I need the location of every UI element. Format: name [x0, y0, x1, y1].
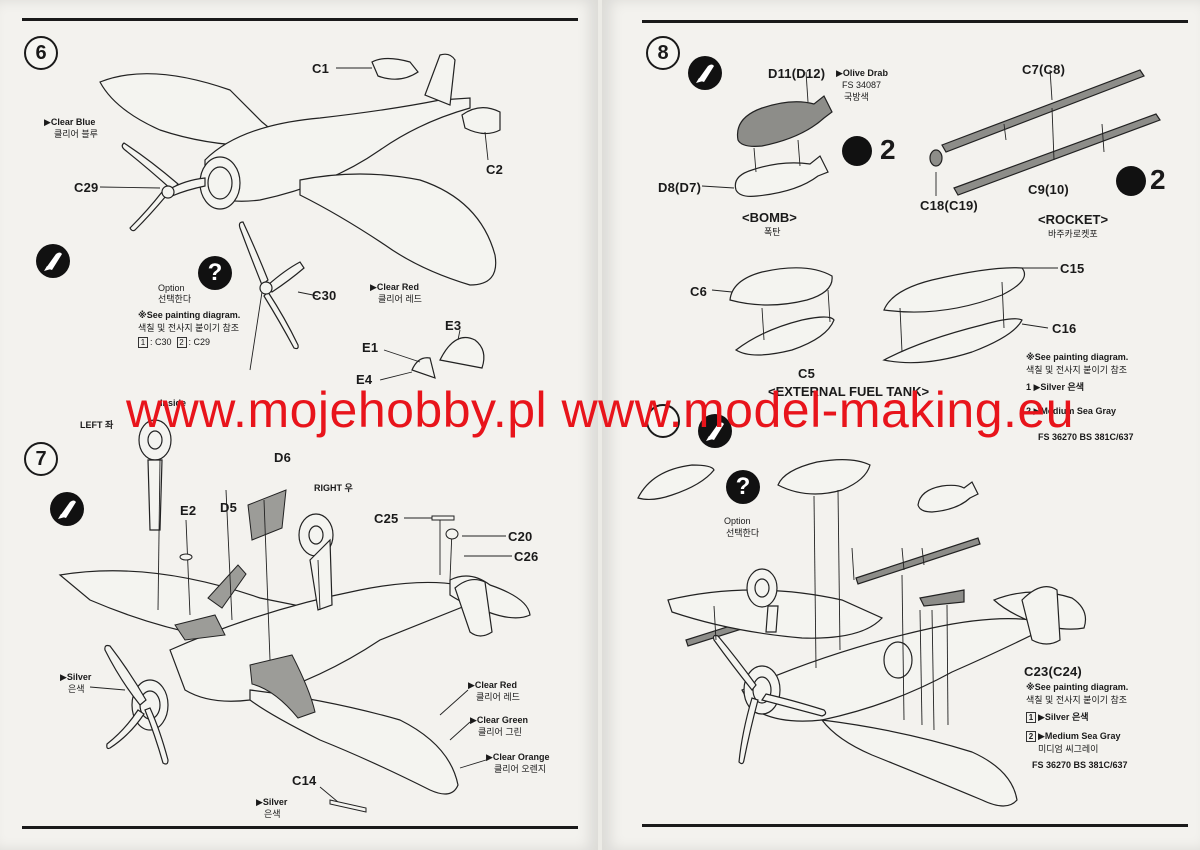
step-9-number: [646, 404, 680, 438]
decal-icon: [842, 136, 872, 166]
clear-red-korean: 클리어 레드: [476, 692, 520, 702]
part-label-c29: C29: [74, 180, 99, 195]
part-label-c9: C9(10): [1028, 182, 1069, 197]
clear-orange-label: ▶Clear Orange: [486, 752, 550, 762]
clear-green-korean: 클리어 그린: [478, 727, 522, 737]
clear-blue-korean: 클리어 블루: [54, 129, 98, 139]
clear-orange-korean: 클리어 오렌지: [494, 764, 547, 774]
step-6-aircraft-drawing: [58, 53, 531, 813]
see-painting-note: ※See painting diagram.: [138, 310, 241, 320]
see-painting-note: ※See painting diagram.: [1026, 682, 1129, 692]
right-wheel-label: RIGHT 우: [314, 483, 353, 493]
decal-count: 2: [1150, 164, 1166, 195]
left-instruction-page: 6: [0, 0, 598, 850]
silver-korean: 은색: [68, 684, 85, 694]
option-question-icon: ?: [198, 256, 232, 290]
part-label-c16: C16: [1052, 321, 1077, 336]
step-7-number: 7: [24, 442, 58, 476]
see-painting-korean: 색칠 및 전사지 붙이기 참조: [1026, 695, 1128, 705]
rocket-korean: 바주카로켓포: [1048, 229, 1098, 239]
part-label-d6: D6: [274, 450, 292, 465]
part-label-c2: C2: [486, 162, 504, 177]
silver-korean-2: 은색: [264, 809, 281, 819]
step-8-number: 8: [646, 36, 680, 70]
olive-drab-fs: FS 34087: [842, 80, 882, 90]
option-korean: 선택한다: [726, 528, 760, 538]
part-label-c23: C23(C24): [1024, 664, 1082, 679]
clear-green-label: ▶Clear Green: [470, 715, 528, 725]
paint-brush-icon: [50, 492, 84, 526]
bomb-caption: <BOMB>: [742, 210, 797, 225]
fuel-tank-caption: <EXTERNAL FUEL TANK>: [768, 384, 930, 399]
part-label-c6: C6: [690, 284, 708, 299]
part-label-d8: D8(D7): [658, 180, 702, 195]
top-rule: [642, 20, 1188, 23]
legend-silver: 1 ▶Silver 은색: [1026, 382, 1085, 392]
paint-brush-icon: [688, 56, 722, 90]
part-label-c25: C25: [374, 511, 399, 526]
clear-red-label: ▶Clear Red: [468, 680, 517, 690]
decal-count: 2: [880, 134, 896, 165]
bottom-rule: [22, 826, 578, 829]
bottom-rule: [642, 824, 1188, 827]
option-legend: 1: C30 2: C29: [138, 337, 210, 349]
paint-brush-icon: [36, 244, 70, 278]
see-painting-korean: 색칠 및 전사지 붙이기 참조: [138, 323, 240, 333]
silver-label: ▶Silver: [60, 672, 92, 682]
part-label-c5: C5: [798, 366, 816, 381]
step-6-number: 6: [24, 36, 58, 70]
bomb-korean: 폭탄: [764, 227, 781, 237]
legend-fs-code: FS 36270 BS 381C/637: [1032, 760, 1128, 770]
part-label-c26: C26: [514, 549, 539, 564]
part-label-c1: C1: [312, 61, 330, 76]
olive-drab-label: ▶Olive Drab: [836, 68, 888, 78]
step-8-9-parts-drawing: [637, 69, 1161, 807]
option-question-icon: ?: [726, 470, 760, 504]
paint-brush-icon: [698, 414, 732, 448]
olive-drab-korean: 국방색: [844, 92, 869, 102]
part-label-e2: E2: [180, 503, 197, 518]
rocket-caption: <ROCKET>: [1038, 212, 1109, 227]
right-instruction-page: 8: [602, 0, 1200, 850]
see-painting-korean: 색칠 및 전사지 붙이기 참조: [1026, 365, 1128, 375]
legend-medium-sea-gray: 2 ▶Medium Sea Gray: [1026, 406, 1116, 416]
inside-label: Inside: [160, 398, 187, 408]
part-label-e4: E4: [356, 372, 373, 387]
legend-medium-sea-gray: 2▶Medium Sea Gray: [1026, 731, 1120, 743]
top-rule: [22, 18, 578, 21]
option-label: Option: [724, 516, 751, 526]
part-label-e3: E3: [445, 318, 462, 333]
option-label: Option: [158, 283, 185, 293]
legend-fs-code: FS 36270 BS 381C/637: [1038, 432, 1134, 442]
part-label-c18: C18(C19): [920, 198, 978, 213]
clear-blue-label: ▶Clear Blue: [44, 117, 96, 127]
part-label-c7: C7(C8): [1022, 62, 1066, 77]
part-label-c20: C20: [508, 529, 533, 544]
part-label-c15: C15: [1060, 261, 1085, 276]
part-label-d5: D5: [220, 500, 238, 515]
clear-red-label: ▶Clear Red: [370, 282, 419, 292]
part-label-c30: C30: [312, 288, 337, 303]
see-painting-note: ※See painting diagram.: [1026, 352, 1129, 362]
legend-medium-sea-gray-korean: 미디엄 씨그레이: [1038, 744, 1099, 754]
left-wheel-label: LEFT 좌: [80, 420, 114, 430]
decal-icon: [1116, 166, 1146, 196]
legend-silver: 1▶Silver 은색: [1026, 712, 1089, 724]
option-korean: 선택한다: [158, 294, 192, 304]
silver-label-2: ▶Silver: [256, 797, 288, 807]
part-label-c14: C14: [292, 773, 317, 788]
part-label-d11: D11(D12): [768, 66, 826, 81]
part-label-e1: E1: [362, 340, 379, 355]
watermark-text: www.mojehobby.pl www.model-making.eu: [125, 382, 1075, 438]
clear-red-korean: 클리어 레드: [378, 294, 422, 304]
